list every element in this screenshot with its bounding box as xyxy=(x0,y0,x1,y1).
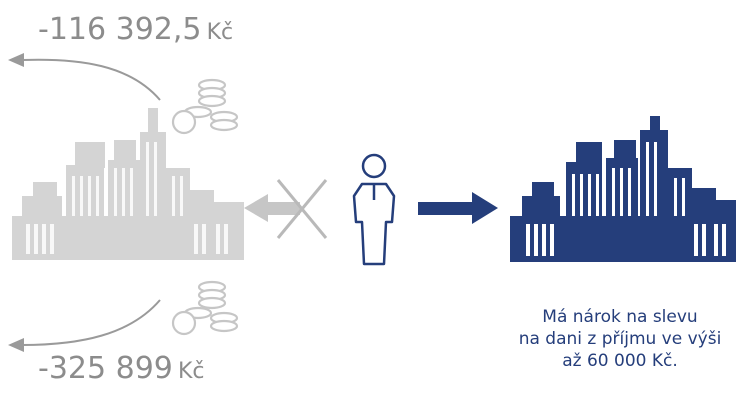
right-arrow-icon xyxy=(418,192,498,224)
gray-city-skyline-icon xyxy=(12,108,244,260)
blue-city-skyline-icon xyxy=(510,116,736,262)
note-line-3: až 60 000 Kč. xyxy=(562,351,678,371)
amount-currency: Kč xyxy=(177,359,205,384)
top-left-arrow xyxy=(8,53,161,101)
amount-currency: Kč xyxy=(206,20,234,45)
tax-amount-top: -116 392,5 Kč xyxy=(38,12,233,47)
coins-icon xyxy=(171,78,239,135)
bottom-left-arrow xyxy=(8,299,161,352)
tax-discount-note: Má nárok na slevu na dani z příjmu ve vý… xyxy=(470,306,736,372)
blocked-arrow-icon xyxy=(244,179,328,239)
amount-value: -325 899 xyxy=(38,351,173,386)
note-line-1: Má nárok na slevu xyxy=(542,307,698,327)
coins-icon xyxy=(171,280,239,336)
tax-amount-bottom: -325 899 Kč xyxy=(38,351,205,386)
person-icon xyxy=(352,153,396,266)
amount-value: -116 392,5 xyxy=(38,12,202,47)
note-line-2: na dani z příjmu ve výši xyxy=(518,329,722,349)
